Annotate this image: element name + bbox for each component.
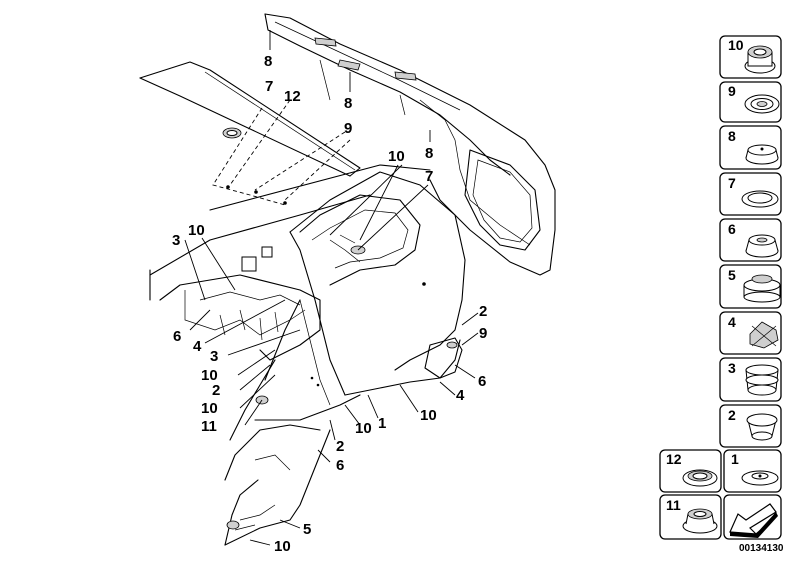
callout-6: 6 [336, 457, 344, 474]
callout-8: 8 [344, 95, 352, 112]
callout-3: 3 [210, 348, 218, 365]
svg-text:5: 5 [728, 267, 736, 283]
svg-text:1: 1 [731, 451, 739, 467]
callout-8: 8 [264, 53, 272, 70]
grommet-6-icon [745, 234, 779, 258]
callout-10: 10 [355, 420, 372, 437]
callout-10: 10 [274, 538, 291, 555]
callout-labels: 8 7 12 8 9 10 8 7 3 10 6 4 3 10 2 10 11 … [172, 53, 487, 555]
svg-text:6: 6 [728, 221, 736, 237]
callout-3: 3 [172, 232, 180, 249]
grommet-2-icon [746, 413, 778, 441]
parts-legend-bottom: 12 1 11 00134130 [659, 449, 784, 554]
callout-9: 9 [344, 120, 352, 137]
callout-2: 2 [212, 382, 220, 399]
grommet-3-icon [745, 364, 779, 396]
callout-12: 12 [284, 88, 301, 105]
callout-10: 10 [420, 407, 437, 424]
grommet-12-icon [682, 469, 718, 487]
callout-11: 11 [201, 418, 217, 435]
grommet-1-icon [741, 470, 779, 486]
grommet-9-icon [744, 94, 780, 114]
callout-2: 2 [336, 438, 344, 455]
callout-9: 9 [479, 325, 487, 342]
callout-4: 4 [456, 387, 465, 404]
callout-10: 10 [188, 222, 205, 239]
svg-text:11: 11 [666, 497, 681, 513]
grommet-7-icon [741, 190, 779, 208]
grommet-5-icon [743, 274, 781, 303]
callout-10: 10 [201, 367, 218, 384]
callout-4: 4 [193, 338, 202, 355]
grommet-10-icon [744, 45, 776, 74]
callout-2: 2 [479, 303, 487, 320]
callout-7: 7 [425, 168, 433, 185]
svg-text:7: 7 [728, 175, 736, 191]
svg-text:3: 3 [728, 360, 736, 376]
svg-text:9: 9 [728, 83, 736, 99]
parts-legend-right: 10 9 8 7 6 [719, 35, 782, 448]
arrow-symbol-icon [729, 503, 778, 538]
callout-6: 6 [173, 328, 181, 345]
svg-text:12: 12 [666, 451, 682, 467]
callout-1: 1 [378, 415, 386, 432]
svg-text:4: 4 [728, 314, 736, 330]
grommet-8-icon [745, 144, 779, 165]
callout-8: 8 [425, 145, 433, 162]
leader-lines [184, 30, 479, 546]
grommet-11-icon [682, 508, 718, 534]
document-number: 00134130 [739, 543, 784, 554]
svg-text:8: 8 [728, 128, 736, 144]
svg-text:10: 10 [728, 37, 744, 53]
callout-7: 7 [265, 78, 273, 95]
grommet-4-icon [749, 321, 779, 349]
callout-5: 5 [303, 521, 311, 538]
callout-10: 10 [201, 400, 218, 417]
body-structure-drawing [139, 13, 556, 546]
callout-6: 6 [478, 373, 486, 390]
callout-10: 10 [388, 148, 405, 165]
svg-text:2: 2 [728, 407, 736, 423]
